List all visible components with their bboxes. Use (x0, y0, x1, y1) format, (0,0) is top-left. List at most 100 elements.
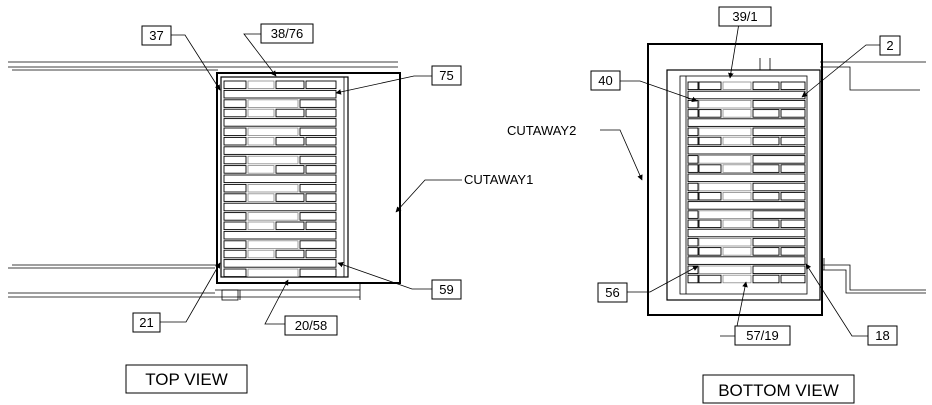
callout-40: 40 (590, 70, 621, 91)
slot (698, 109, 722, 118)
bottom-view-title: BOTTOM VIEW (702, 374, 855, 404)
slot (305, 221, 337, 231)
slot (223, 118, 337, 127)
svg-text:59: 59 (439, 282, 453, 297)
slot (305, 80, 337, 90)
slot (687, 210, 699, 219)
slot (752, 210, 806, 219)
slot (223, 89, 337, 99)
callout-18: 18 (867, 325, 898, 346)
slot (247, 108, 275, 118)
svg-text:57/19: 57/19 (746, 328, 779, 343)
slot (223, 240, 247, 249)
slot (780, 247, 806, 256)
slot (780, 136, 806, 146)
slot (247, 268, 299, 277)
slot (752, 237, 806, 247)
slot (687, 99, 699, 109)
slot (247, 127, 299, 136)
slot (275, 221, 305, 231)
slot (223, 165, 247, 174)
slot (687, 256, 806, 265)
slot (247, 165, 275, 174)
slot (687, 173, 806, 183)
slot (722, 247, 752, 256)
svg-text:18: 18 (875, 328, 889, 343)
slot (687, 219, 699, 229)
slot (687, 182, 699, 192)
slot (223, 202, 337, 212)
callout-75: 75 (431, 65, 462, 86)
slot (752, 191, 780, 201)
slot (698, 219, 722, 229)
slot (223, 221, 247, 231)
slot (722, 81, 752, 90)
slot (780, 191, 806, 201)
slot (722, 109, 752, 118)
slot (305, 165, 337, 174)
slot (223, 127, 247, 137)
bottom-inner-frame (666, 69, 821, 301)
slot (275, 108, 305, 118)
slot (299, 155, 337, 165)
slot (687, 237, 699, 247)
slot (698, 191, 722, 201)
slot (752, 219, 780, 229)
slot (305, 136, 337, 146)
slot (752, 136, 780, 146)
slot (698, 136, 722, 146)
top-view-title: TOP VIEW (125, 364, 248, 394)
slot (299, 212, 337, 221)
slot (305, 108, 337, 118)
slot (299, 127, 337, 137)
slot (305, 193, 337, 202)
slot (223, 99, 247, 108)
slot (247, 99, 299, 108)
slot (687, 191, 699, 201)
callout-57-19: 57/19 (734, 325, 791, 346)
top-slot-grid (223, 80, 337, 278)
slot (752, 99, 806, 109)
slot (223, 80, 247, 90)
slot (752, 155, 806, 164)
slot (780, 164, 806, 173)
slot (223, 183, 247, 193)
svg-text:21: 21 (139, 315, 153, 330)
slot (722, 136, 752, 146)
slot (698, 100, 752, 109)
slot (698, 182, 752, 192)
svg-text:2: 2 (886, 38, 893, 53)
slot (780, 274, 806, 284)
svg-text:38/76: 38/76 (271, 26, 304, 41)
slot (687, 145, 806, 155)
slot (223, 249, 247, 259)
slot (223, 155, 247, 165)
callout-56: 56 (597, 282, 628, 303)
slot (247, 183, 299, 193)
slot (247, 155, 299, 165)
slot (752, 109, 780, 118)
bottom-view-rails (759, 58, 926, 294)
slot (687, 136, 699, 146)
slot (275, 193, 305, 202)
slot (305, 249, 337, 259)
slot (698, 265, 752, 274)
slot (687, 247, 699, 256)
slot (223, 193, 247, 202)
slot (687, 127, 699, 137)
svg-text:56: 56 (605, 285, 619, 300)
slot (687, 90, 806, 100)
slot (247, 212, 299, 221)
slot (687, 155, 699, 164)
slot (275, 136, 305, 146)
slot (223, 259, 337, 268)
callout-21: 21 (132, 312, 161, 333)
slot (780, 81, 806, 91)
slot (722, 219, 752, 228)
slot (698, 164, 722, 173)
slot (687, 164, 699, 173)
slot (752, 164, 780, 173)
slot (223, 230, 337, 240)
slot (223, 174, 337, 184)
slot (698, 127, 752, 136)
